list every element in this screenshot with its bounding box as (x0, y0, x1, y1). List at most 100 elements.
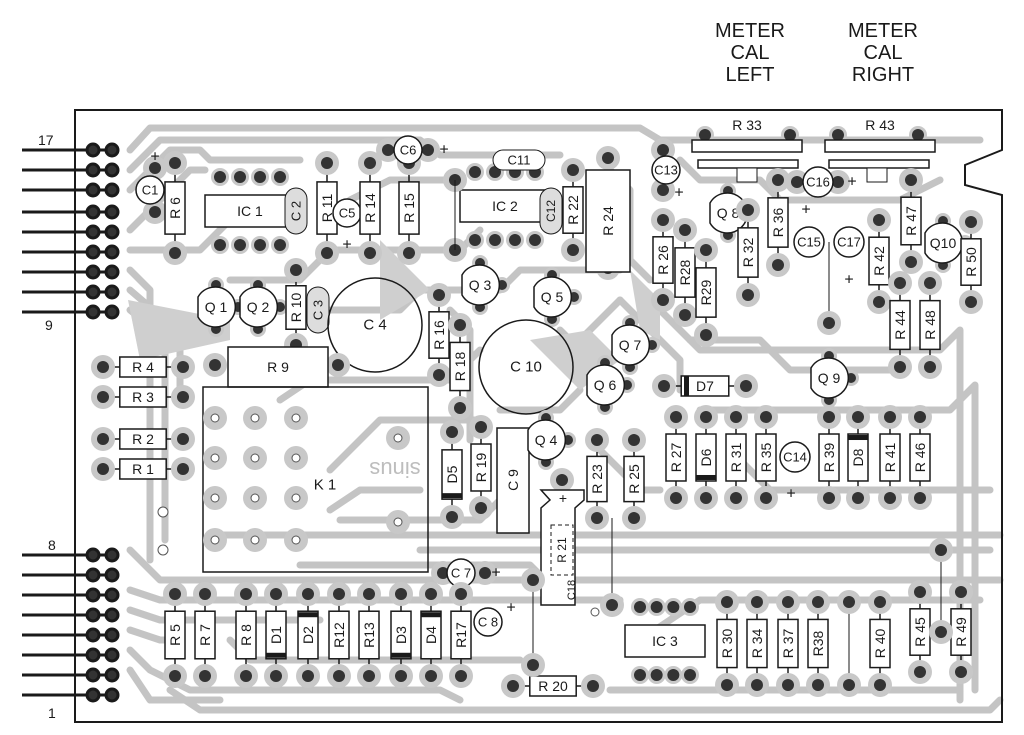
relay-pad (250, 535, 260, 545)
resistor-label: R 35 (758, 443, 774, 473)
solder-pad (873, 296, 885, 308)
solder-pad (874, 596, 886, 608)
trimmer-wiper (866, 167, 888, 183)
solder-pad (772, 259, 784, 271)
solder-pad (469, 234, 481, 246)
solder-pad (700, 244, 712, 256)
capacitor-body (393, 135, 423, 165)
diode-label: D2 (300, 626, 316, 644)
solder-pad (658, 380, 670, 392)
connector-pad (104, 244, 120, 260)
connector-pad (104, 667, 120, 683)
resistor-body (164, 610, 186, 660)
polarity-mark: + (439, 142, 448, 159)
resistor-body (868, 236, 890, 286)
resistor-body (227, 346, 329, 388)
relay-body (202, 386, 429, 573)
solder-pad (507, 680, 519, 692)
polarity-mark: + (506, 600, 515, 617)
resistor-label: R 25 (626, 464, 642, 494)
solder-pad (784, 129, 796, 141)
solder-pad (670, 492, 682, 504)
diode-body (680, 375, 730, 397)
solder-pad (422, 144, 434, 156)
resistor-body (818, 433, 840, 482)
solder-pad (905, 256, 917, 268)
resistor-body (665, 433, 687, 482)
solder-pad (914, 411, 926, 423)
diode-body (420, 610, 442, 660)
solder-pad (475, 421, 487, 433)
transistor-label: Q 6 (594, 377, 617, 393)
resistor-body (358, 610, 380, 660)
resistor-body (359, 181, 381, 235)
resistor-label: R 5 (167, 624, 183, 646)
cathode-band (421, 612, 441, 618)
resistor-body (869, 618, 891, 669)
solder-pad (556, 474, 568, 486)
resistor-body (767, 197, 789, 248)
solder-pad (602, 152, 614, 164)
solder-pad (884, 492, 896, 504)
relay-pad (250, 493, 260, 503)
relay-pad (291, 535, 301, 545)
resistor-label: R 4 (132, 359, 154, 375)
relay-pad (210, 453, 220, 463)
connector-pad (85, 204, 101, 220)
solder-pad (527, 659, 539, 671)
transistor-label: Q 1 (205, 299, 228, 315)
solder-pad (700, 411, 712, 423)
mounting-hole (157, 544, 169, 556)
resistor-label: R 1 (132, 461, 154, 477)
resistor-body (562, 186, 584, 234)
diode-label: D3 (393, 626, 409, 644)
solder-pad (240, 670, 252, 682)
resistor-body (328, 610, 350, 660)
ic-label: IC 3 (652, 633, 678, 649)
diode-body (695, 433, 717, 482)
resistor-body (529, 675, 577, 697)
resistor-label: R 45 (912, 617, 928, 647)
solder-pad (791, 176, 803, 188)
capacitor-label: C16 (806, 175, 830, 190)
capacitor-body (779, 441, 811, 473)
capacitor-label: C 10 (510, 359, 542, 376)
solder-pad (321, 247, 333, 259)
capacitor-body (284, 187, 308, 235)
label-line: RIGHT (851, 64, 915, 86)
solder-pad (634, 669, 646, 681)
cathode-band (696, 474, 716, 480)
resistor-body (919, 299, 941, 351)
capacitor-label: C 9 (505, 469, 521, 491)
solder-pad (924, 277, 936, 289)
solder-pad (177, 463, 189, 475)
resistor-label: R 20 (538, 678, 568, 694)
connector-pad (104, 567, 120, 583)
resistor-label: R29 (698, 279, 714, 305)
solder-pad (270, 588, 282, 600)
resistor-label: R 24 (600, 206, 616, 236)
transistor-label: Q 5 (541, 289, 564, 305)
solder-pad (606, 599, 618, 611)
ic-body (459, 189, 551, 223)
diode-label: D1 (268, 626, 284, 644)
resistor-label: R 40 (872, 629, 888, 659)
meter-cal-right-label: METER CAL RIGHT (833, 20, 933, 86)
solder-pad (302, 670, 314, 682)
pin-label-17: 17 (38, 132, 54, 148)
label-line: CAL (730, 42, 770, 64)
solder-pad (382, 144, 394, 156)
solder-pad (914, 666, 926, 678)
solder-pad (924, 361, 936, 373)
resistor-body (194, 610, 216, 660)
solder-pad (894, 361, 906, 373)
solder-pad (965, 296, 977, 308)
resistor-body (285, 285, 307, 330)
capacitor-body (496, 427, 530, 534)
solder-pad (730, 411, 742, 423)
solder-pad (446, 511, 458, 523)
capacitor-body (539, 187, 563, 235)
capacitor-label: C15 (797, 235, 821, 250)
polarity-mark: + (342, 237, 351, 254)
solder-pad (812, 596, 824, 608)
